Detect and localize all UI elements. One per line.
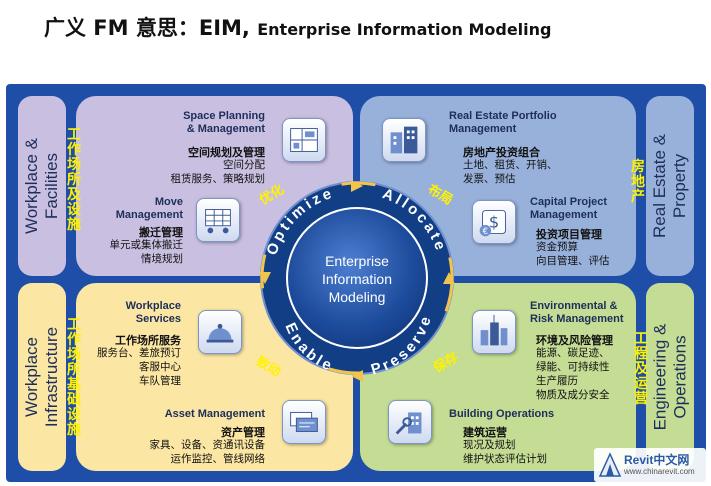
space-planning-title: Space Planning & Management xyxy=(183,110,265,136)
asset-line-2: 运作监控、管线网络 xyxy=(170,453,266,465)
portfolio-details: 土地、租赁、开销、 发票、预估 xyxy=(463,158,558,186)
svg-text:€: € xyxy=(483,227,488,237)
building-ops-zh-title: 建筑运营 xyxy=(463,426,507,439)
center-hub xyxy=(286,207,428,349)
city-icon xyxy=(472,310,516,354)
portfolio-en-1: Real Estate Portfolio xyxy=(449,110,557,122)
environmental-line-3: 生产履历 xyxy=(536,375,578,387)
portfolio-en-2: Management xyxy=(449,123,517,135)
move-management-line-2: 情境规划 xyxy=(141,253,183,265)
floorplan-icon xyxy=(282,118,326,162)
center-line-3: Modeling xyxy=(329,289,386,305)
side-real-estate: Real Estate &Property xyxy=(646,96,694,276)
move-management-title: Move Management xyxy=(116,196,183,222)
space-planning-line-2: 租赁服务、策略规划 xyxy=(170,173,266,185)
center-line-1: Enterprise xyxy=(325,253,389,269)
side-engineering: Engineering &Operations xyxy=(646,283,694,471)
environmental-title: Environmental & Risk Management xyxy=(530,300,624,326)
services-title: Workplace Services xyxy=(126,300,181,326)
asset-details: 家具、设备、资通讯设备 运作监控、管线网络 xyxy=(150,438,266,466)
side-workplace-facilities: Workplace &Facilities xyxy=(18,96,66,276)
buildings-icon xyxy=(382,118,426,162)
capital-line-1: 资金预算 xyxy=(536,241,578,253)
portfolio-zh-title: 房地产投资组合 xyxy=(463,146,540,159)
environmental-line-4: 物质及成分安全 xyxy=(536,389,610,401)
asset-zh-title: 资产管理 xyxy=(221,426,265,439)
service-bell-icon xyxy=(198,310,242,354)
environmental-details: 能源、碳足迹、 绿能、可持续性 生产履历 物质及成分安全 xyxy=(536,346,610,402)
page-title: 广义 FM 意思：EIM, Enterprise Information Mod… xyxy=(44,12,551,42)
environmental-zh-title: 环境及风险管理 xyxy=(536,334,613,347)
side-workplace-infrastructure-zh: 工作场所基础设施 xyxy=(67,317,81,438)
move-management-en-2: Management xyxy=(115,209,183,221)
cart-icon xyxy=(196,198,240,242)
environmental-line-2: 绿能、可持续性 xyxy=(536,361,610,373)
space-planning-zh-title: 空间规划及管理 xyxy=(188,146,265,159)
move-management-zh-title: 搬迁管理 xyxy=(139,226,183,239)
capital-line-2: 向目管理、评估 xyxy=(536,255,610,267)
side-engineering-zh: 工程及运营 xyxy=(634,331,648,407)
building-ops-line-2: 维护状态评估计划 xyxy=(463,453,547,465)
building-ops-details: 现况及规划 维护状态评估计划 xyxy=(463,438,547,466)
title-main: 广义 FM 意思：EIM, xyxy=(44,16,250,40)
watermark-brand: Revit中文网 xyxy=(624,453,690,467)
watermark-url: www.chinarevit.com xyxy=(624,467,695,476)
move-management-details: 单元或集体搬迁 情境规划 xyxy=(110,238,184,266)
environmental-line-1: 能源、碳足迹、 xyxy=(536,347,610,359)
title-sub: Enterprise Information Modeling xyxy=(257,20,552,39)
ring-arrow-right-icon xyxy=(443,272,455,284)
capital-en-2: Management xyxy=(530,209,598,221)
services-line-1: 服务台、差旅预订 xyxy=(97,347,181,359)
asset-line-1: 家具、设备、资通讯设备 xyxy=(149,439,266,451)
services-line-3: 车队管理 xyxy=(139,375,181,387)
capital-en-1: Capital Project xyxy=(530,196,608,208)
services-zh-title: 工作场所服务 xyxy=(115,334,181,347)
asset-en-1: Asset Management xyxy=(164,408,265,420)
space-planning-en-1: Space Planning xyxy=(183,110,265,122)
services-details: 服务台、差旅预订 客服中心 车队管理 xyxy=(97,346,181,388)
center-line-2: Information xyxy=(322,271,392,287)
svg-text:$: $ xyxy=(489,213,499,232)
environmental-en-2: Risk Management xyxy=(530,313,624,325)
ring-arrow-left-icon xyxy=(259,272,271,284)
building-ops-line-1: 现况及规划 xyxy=(463,439,516,451)
watermark: Revit中文网 www.chinarevit.com xyxy=(594,448,706,482)
capital-title: Capital Project Management xyxy=(530,196,607,222)
move-management-line-1: 单元或集体搬迁 xyxy=(109,239,184,251)
ring-arrow-top-icon xyxy=(351,180,363,192)
portfolio-line-1: 土地、租赁、开销、 xyxy=(463,159,558,171)
services-line-2: 客服中心 xyxy=(139,361,181,373)
space-planning-details: 空间分配 租赁服务、策略规划 xyxy=(171,158,266,186)
environmental-en-1: Environmental & xyxy=(530,300,618,312)
space-planning-en-2: & Management xyxy=(186,123,265,135)
portfolio-line-2: 发票、预估 xyxy=(463,173,516,185)
asset-cards-icon xyxy=(282,400,326,444)
building-ops-title: Building Operations xyxy=(449,408,554,421)
finance-icon: $€ xyxy=(472,200,516,244)
side-real-estate-zh: 房地产 xyxy=(631,159,645,205)
side-workplace-facilities-zh: 工作场所及设施 xyxy=(67,127,81,233)
wrench-building-icon xyxy=(388,400,432,444)
building-ops-en-1: Building Operations xyxy=(449,408,555,420)
services-en-1: Workplace xyxy=(125,300,181,312)
ring-arrow-bottom-icon xyxy=(351,370,363,382)
move-management-en-1: Move xyxy=(154,196,183,208)
space-planning-line-1: 空间分配 xyxy=(223,159,265,171)
capital-details: 资金预算 向目管理、评估 xyxy=(536,240,610,268)
capital-zh-title: 投资项目管理 xyxy=(536,228,602,241)
services-en-2: Services xyxy=(135,313,181,325)
asset-title: Asset Management xyxy=(165,408,265,421)
revit-logo-icon xyxy=(598,452,622,477)
portfolio-title: Real Estate Portfolio Management xyxy=(449,110,557,136)
